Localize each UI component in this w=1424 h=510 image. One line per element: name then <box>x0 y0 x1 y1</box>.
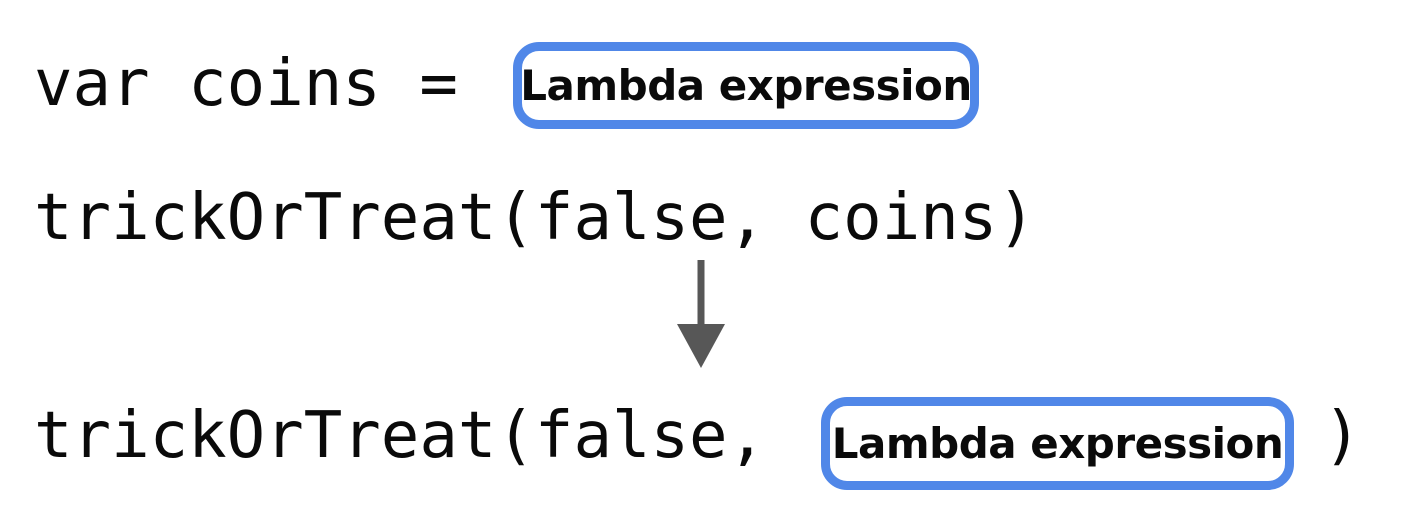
arrow-down-icon <box>655 258 747 374</box>
lambda-expression-chip-label: Lambda expression <box>831 418 1284 468</box>
lambda-expression-chip-inline[interactable]: Lambda expression <box>821 397 1294 490</box>
arrow-head <box>677 324 725 368</box>
code-line-trickortreat-with-coins: trickOrTreat(false, coins) <box>34 181 1036 255</box>
lambda-expression-chip-label: Lambda expression <box>520 60 972 110</box>
code-line-trickortreat-suffix: ) <box>1323 399 1362 473</box>
lambda-expression-chip-assigned[interactable]: Lambda expression <box>513 42 979 129</box>
code-line-trickortreat-prefix: trickOrTreat(false, <box>34 399 805 473</box>
code-line-var-coins-assignment: var coins = <box>34 47 497 121</box>
